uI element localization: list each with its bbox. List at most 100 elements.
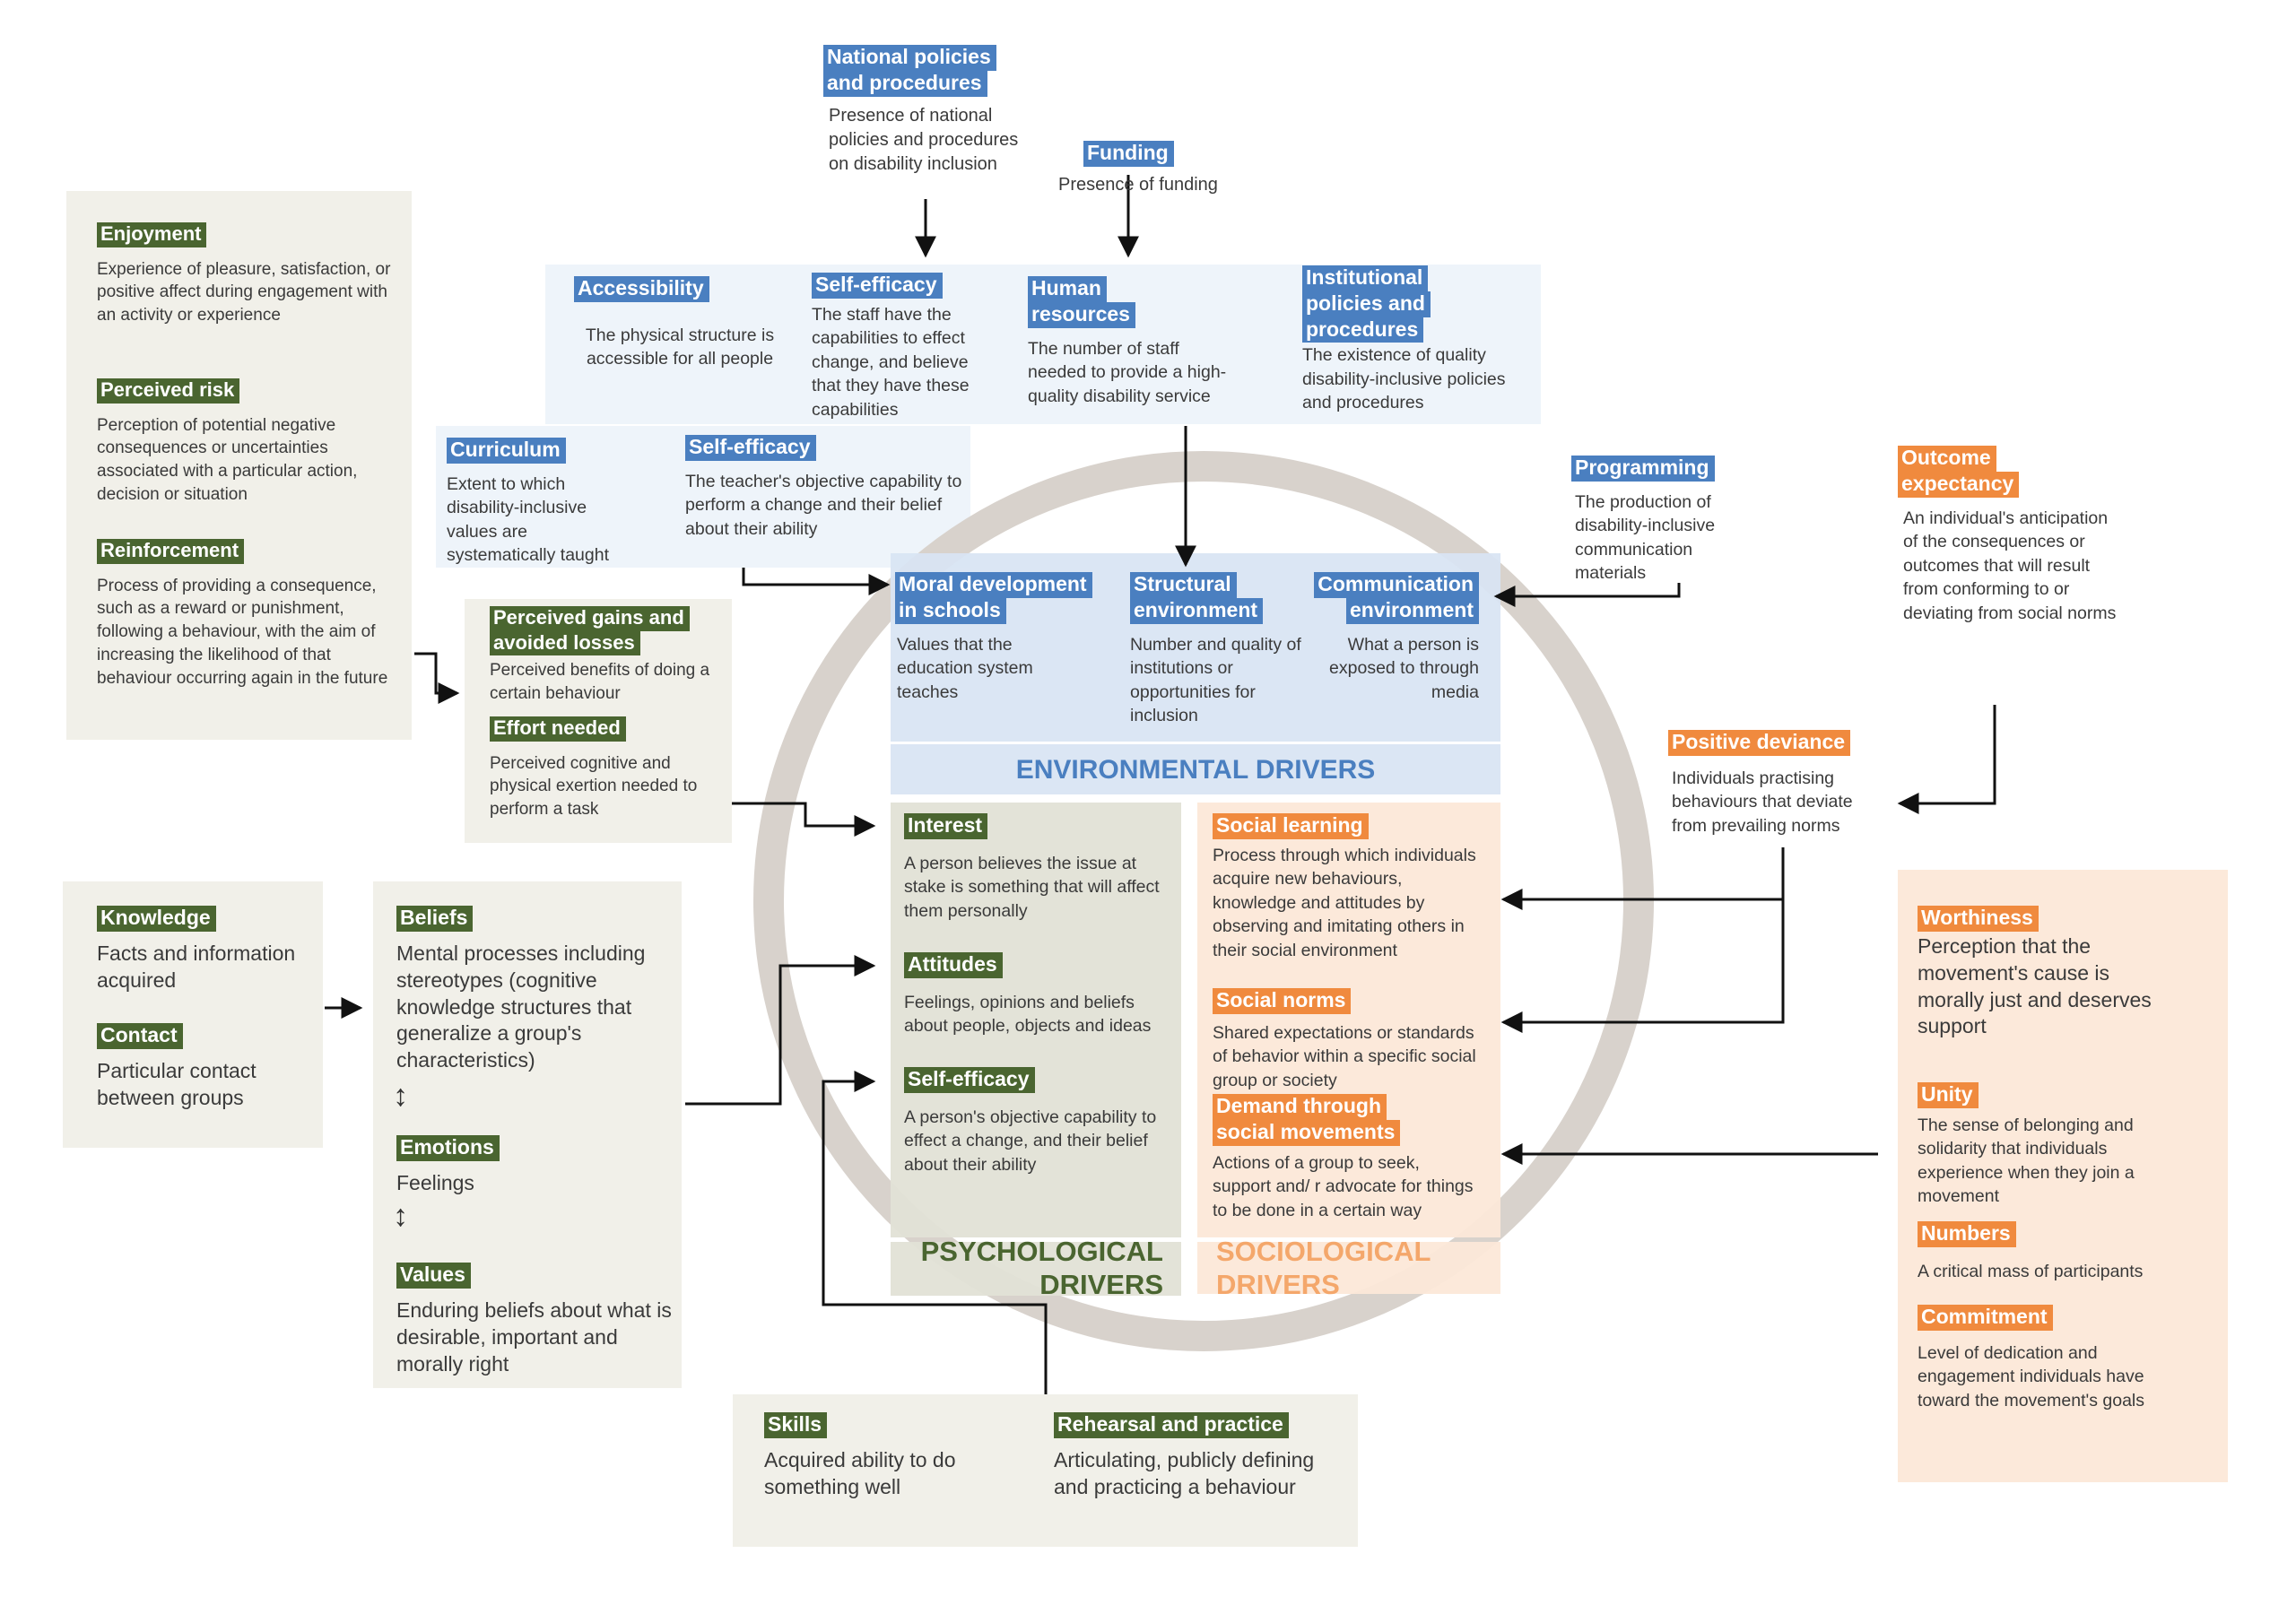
- moral-development-text: Values that the education system teaches: [897, 634, 1033, 702]
- curriculum-text: Extent to which disability-inclusive val…: [447, 473, 609, 566]
- psychological-label-line1: PSYCHOLOGICAL: [920, 1236, 1163, 1267]
- attitudes-tag: Attitudes: [904, 952, 1003, 978]
- environmental-drivers-label: ENVIRONMENTAL DRIVERS: [1015, 755, 1376, 785]
- perceived-gains-text: Perceived benefits of doing a certain be…: [490, 661, 710, 704]
- emotions-block: Emotions Feelings: [396, 1135, 676, 1197]
- moral-development-tag: Moral development: [895, 572, 1092, 598]
- outcome-expectancy-text: An individual's anticipation of the cons…: [1903, 508, 2117, 623]
- arrow-deviance-to-social-norms: [1500, 899, 1785, 1033]
- outcome-expectancy-tag-line2: expectancy: [1898, 471, 2020, 498]
- perceived-gains-tag: Perceived gains and: [490, 606, 690, 631]
- institutional-policies-tag-line3: procedures: [1302, 317, 1424, 343]
- commitment-block: Commitment Level of dedication and engag…: [1918, 1305, 2213, 1412]
- psych-self-efficacy-tag: Self-efficacy: [904, 1067, 1035, 1093]
- institutional-policies-block: Institutional policies and procedures Th…: [1302, 265, 1535, 415]
- moral-development-tag-line2: in schools: [895, 597, 1006, 624]
- commitment-text: Level of dedication and engagement indiv…: [1918, 1342, 2145, 1410]
- staff-self-efficacy-block: Self-efficacy The staff have the capabil…: [812, 273, 1009, 421]
- worthiness-text: Perception that the movement's cause is …: [1918, 933, 2152, 1038]
- communication-environment-block: Communication environment What a person …: [1304, 572, 1479, 704]
- interest-tag: Interest: [904, 813, 988, 839]
- reinforcement-text: Process of providing a consequence, such…: [97, 576, 388, 688]
- positive-deviance-block: Positive deviance Individuals practising…: [1668, 730, 1883, 838]
- arrow-curriculum-to-moral: [742, 568, 891, 595]
- right-panel-movement-group: [1898, 870, 2228, 1482]
- numbers-block: Numbers A critical mass of participants: [1918, 1221, 2213, 1283]
- staff-self-efficacy-tag: Self-efficacy: [812, 273, 943, 299]
- contact-tag: Contact: [97, 1023, 183, 1049]
- sociological-label-line1: SOCIOLOGICAL: [1216, 1236, 1431, 1267]
- updown-arrow-icon: ↕: [393, 1199, 408, 1233]
- national-policies-tag-line2: and procedures: [823, 70, 987, 97]
- enjoyment-text: Experience of pleasure, satisfaction, or…: [97, 259, 391, 325]
- human-resources-block: Human resources The number of staff need…: [1028, 276, 1243, 408]
- teacher-self-efficacy-tag: Self-efficacy: [685, 435, 816, 461]
- unity-tag: Unity: [1918, 1082, 1979, 1108]
- arrow-skills-to-self-efficacy: [822, 1071, 1048, 1394]
- arrow-outcome-to-positive-deviance: [1897, 705, 1996, 814]
- effort-needed-tag: Effort needed: [490, 716, 626, 742]
- teacher-self-efficacy-block: Self-efficacy The teacher's objective ca…: [685, 435, 972, 541]
- psychological-label-bar: [891, 1242, 1181, 1296]
- perceived-risk-block: Perceived risk Perception of potential n…: [97, 378, 406, 507]
- interest-text: A person believes the issue at stake is …: [904, 853, 1160, 921]
- sociological-label-line2: DRIVERS: [1216, 1268, 1340, 1300]
- values-text: Enduring beliefs about what is desirable…: [396, 1298, 672, 1376]
- positive-deviance-tag: Positive deviance: [1668, 730, 1851, 756]
- rehearsal-practice-block: Rehearsal and practice Articulating, pub…: [1054, 1412, 1350, 1501]
- emotions-text: Feelings: [396, 1170, 474, 1194]
- moral-development-block: Moral development in schools Values that…: [895, 572, 1110, 704]
- left-panel-beliefs-group: [373, 881, 682, 1388]
- numbers-tag: Numbers: [1918, 1221, 2016, 1247]
- psychological-label-line2: DRIVERS: [1039, 1268, 1163, 1300]
- social-learning-text: Process through which individuals acquir…: [1213, 845, 1476, 960]
- arrow-programming-to-communication: [1493, 583, 1681, 607]
- human-resources-text: The number of staff needed to provide a …: [1028, 338, 1227, 406]
- funding-text: Presence of funding: [1058, 174, 1218, 195]
- enjoyment-block: Enjoyment Experience of pleasure, satisf…: [97, 222, 406, 327]
- funding-block: Funding Presence of funding: [1058, 141, 1265, 197]
- left-panel-enjoyment-group: [66, 191, 412, 740]
- contact-block: Contact Particular contact between group…: [97, 1023, 321, 1112]
- social-learning-tag: Social learning: [1213, 813, 1369, 839]
- structural-environment-tag: Structural: [1130, 572, 1237, 598]
- demand-social-movements-tag: Demand through: [1213, 1094, 1387, 1120]
- psych-self-efficacy-block: Self-efficacy A person's objective capab…: [904, 1067, 1173, 1176]
- funding-tag: Funding: [1083, 141, 1174, 167]
- staff-self-efficacy-text: The staff have the capabilities to effec…: [812, 304, 970, 420]
- accessibility-block: Accessibility The physical structure is …: [574, 276, 787, 371]
- numbers-text: A critical mass of participants: [1918, 1261, 2144, 1281]
- psychological-drivers-panel: [891, 803, 1181, 1237]
- knowledge-block: Knowledge Facts and information acquired: [97, 906, 321, 994]
- perceived-gains-tag-line2: avoided losses: [490, 630, 640, 656]
- sociological-drivers-panel: [1197, 803, 1500, 1237]
- communication-environment-tag: Communication: [1314, 572, 1479, 598]
- skills-text: Acquired ability to do something well: [764, 1447, 956, 1498]
- beliefs-tag: Beliefs: [396, 906, 474, 932]
- institutional-policies-tag-line2: policies and: [1302, 291, 1431, 317]
- interest-block: Interest A person believes the issue at …: [904, 813, 1173, 923]
- contact-text: Particular contact between groups: [97, 1058, 257, 1109]
- effort-needed-block: Effort needed Perceived cognitive and ph…: [490, 716, 725, 821]
- outcome-expectancy-block: Outcome expectancy An individual's antic…: [1898, 446, 2131, 625]
- rehearsal-practice-text: Articulating, publicly defining and prac…: [1054, 1447, 1315, 1498]
- arrow-deviance-to-social-learning: [1500, 847, 1785, 910]
- positive-deviance-text: Individuals practising behaviours that d…: [1672, 768, 1853, 836]
- beliefs-block: Beliefs Mental processes including stere…: [396, 906, 676, 1074]
- attitudes-text: Feelings, opinions and beliefs about peo…: [904, 992, 1152, 1037]
- structural-environment-tag-line2: environment: [1130, 597, 1264, 624]
- values-block: Values Enduring beliefs about what is de…: [396, 1263, 676, 1377]
- accessibility-text: The physical structure is accessible for…: [585, 325, 775, 369]
- rehearsal-practice-tag: Rehearsal and practice: [1054, 1412, 1289, 1438]
- arrow-beliefs-to-attitudes: [685, 955, 876, 1106]
- demand-social-movements-text: Actions of a group to seek, support and/…: [1213, 1152, 1474, 1220]
- knowledge-text: Facts and information acquired: [97, 941, 296, 992]
- structural-environment-text: Number and quality of institutions or op…: [1130, 634, 1301, 726]
- reinforcement-tag: Reinforcement: [97, 539, 245, 564]
- national-policies-text: Presence of national policies and proced…: [829, 105, 1019, 174]
- national-policies-block: National policies and procedures Presenc…: [823, 45, 1025, 177]
- attitudes-block: Attitudes Feelings, opinions and beliefs…: [904, 952, 1173, 1038]
